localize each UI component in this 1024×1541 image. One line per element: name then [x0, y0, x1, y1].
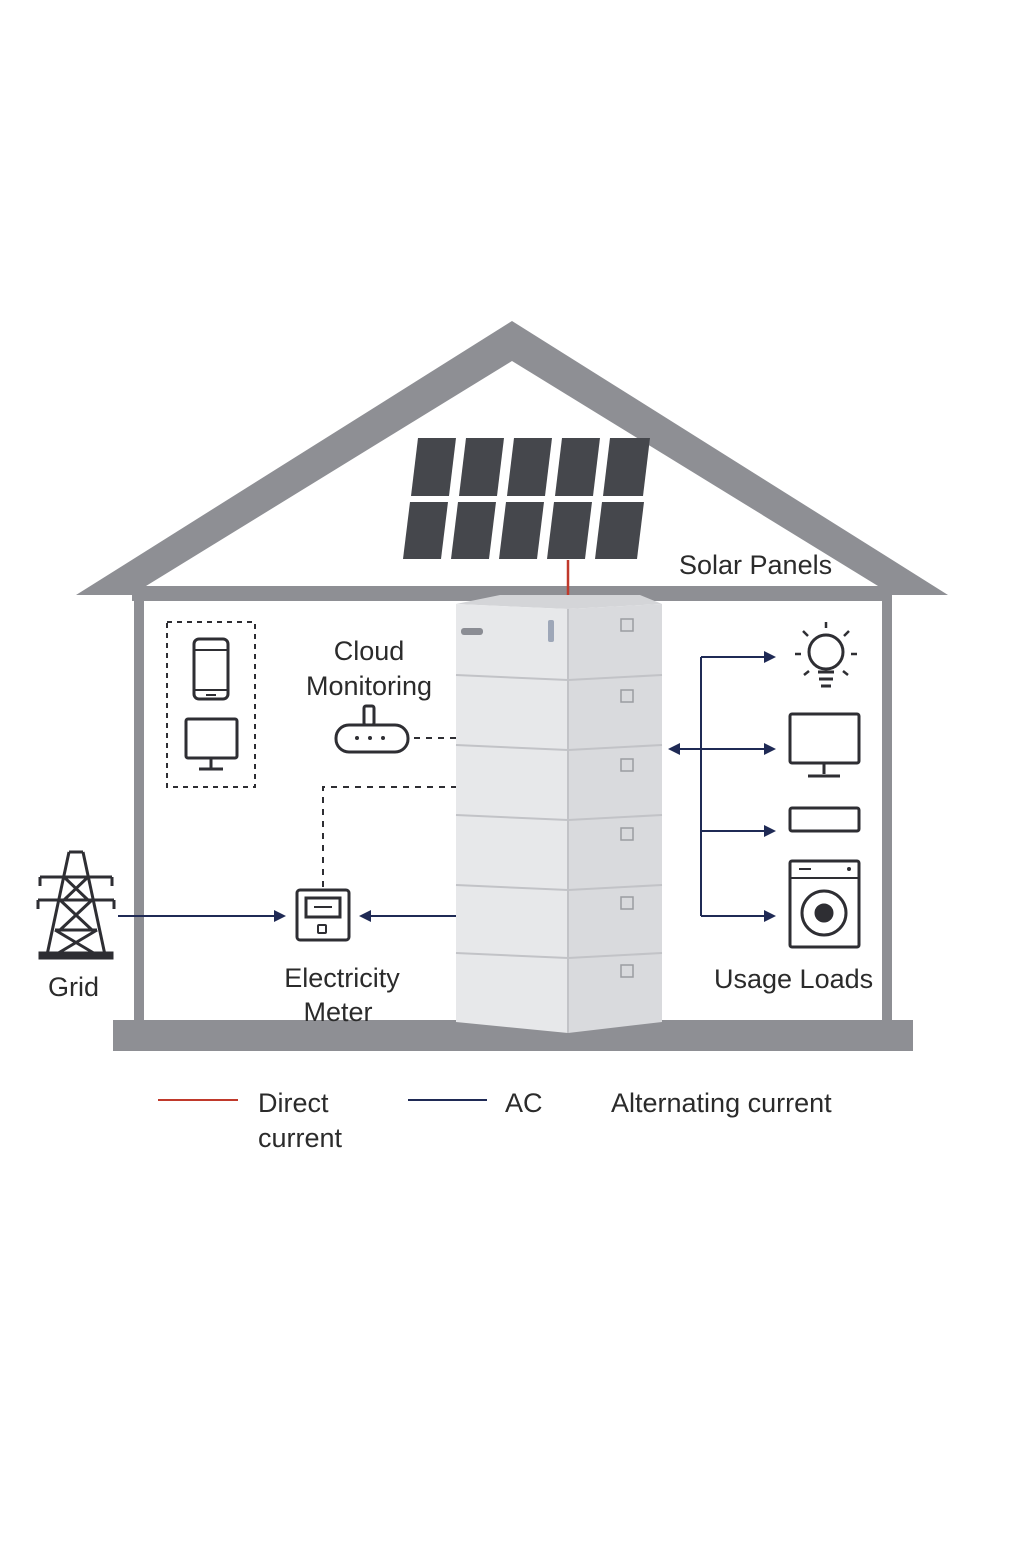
solar-cell: [411, 438, 456, 496]
ac-flow-lines: [118, 910, 456, 922]
communication-lines: [322, 737, 456, 887]
solar-cell: [547, 502, 592, 559]
cloud-monitoring-label-line1: Cloud: [333, 636, 405, 666]
device-group: [166, 621, 256, 788]
smartphone-icon: [192, 637, 230, 701]
legend-ac-label: AC: [505, 1088, 543, 1118]
solar-cell: [603, 438, 650, 496]
load-distribution-lines: [668, 651, 776, 922]
solar-cell: [499, 502, 544, 559]
legend-ac-description: Alternating current: [611, 1088, 832, 1118]
light-bulb-icon: [795, 622, 857, 688]
module-indicator: [620, 618, 634, 632]
left-wall: [134, 593, 144, 1023]
module-indicator: [620, 758, 634, 772]
electricity-meter-label-line1: Electricity: [284, 963, 400, 993]
battery-top: [456, 595, 662, 609]
arrowhead: [764, 910, 776, 922]
module-indicator: [620, 689, 634, 703]
monitor-icon: [184, 717, 239, 771]
solar-cell: [459, 438, 504, 496]
router-icon: [334, 704, 410, 754]
transmission-tower-icon: [36, 850, 116, 960]
arrowhead: [668, 743, 680, 755]
legend-dc-label-line1: Direct: [258, 1088, 329, 1118]
module-indicator: [620, 964, 634, 978]
cloud-monitoring-label-line2: Monitoring: [305, 671, 433, 701]
arrowhead: [359, 910, 371, 922]
solar-cell: [507, 438, 552, 496]
electricity-meter-icon: [295, 888, 351, 942]
appliance-icon: [788, 806, 861, 833]
right-wall: [882, 593, 892, 1023]
solar-cell: [403, 502, 448, 559]
solar-cell: [451, 502, 496, 559]
solar-panel-icon: [403, 438, 650, 559]
washing-machine-icon: [788, 859, 861, 949]
television-icon: [788, 712, 861, 778]
arrowhead: [764, 651, 776, 663]
solar-cell: [595, 502, 644, 559]
arrowhead: [764, 825, 776, 837]
meter-to-battery-line: [322, 786, 456, 887]
grid-label: Grid: [48, 972, 100, 1002]
arrowhead: [764, 743, 776, 755]
arrowhead: [274, 910, 286, 922]
usage-loads-label: Usage Loads: [714, 964, 874, 994]
device-group-box: [166, 621, 256, 788]
legend-dc-label-line2: current: [258, 1123, 343, 1153]
status-light: [548, 620, 554, 642]
electricity-meter-label-line2: Meter: [303, 997, 373, 1027]
module-indicator: [620, 896, 634, 910]
solar-cell: [555, 438, 600, 496]
module-indicator: [620, 827, 634, 841]
solar-panels-label: Solar Panels: [679, 550, 833, 580]
battery-logo: [461, 628, 483, 635]
battery-storage-icon: [455, 595, 663, 1033]
